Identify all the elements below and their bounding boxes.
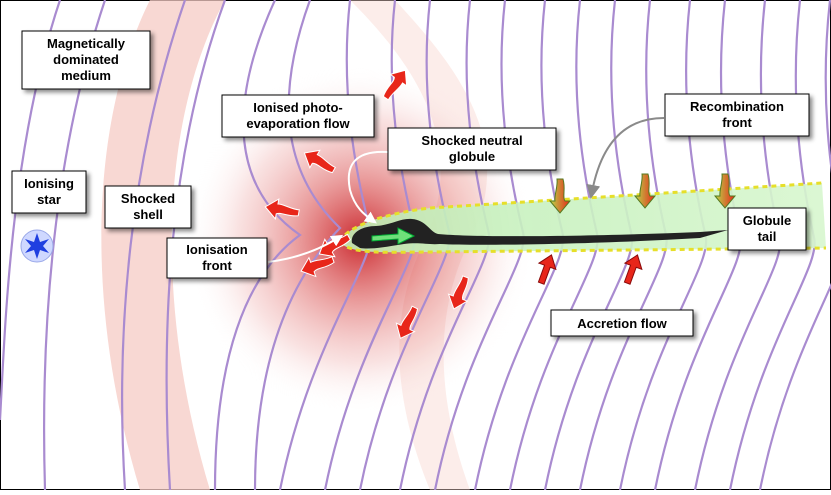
label-shocked-shell: Shocked shell [104, 185, 192, 229]
shell-band [101, 0, 225, 490]
label-neutral-line2: globule [449, 149, 495, 164]
globule-core-arrow [371, 227, 416, 245]
recombination-front-pointer [586, 117, 665, 199]
label-photoevaporation-flow: Ionised photo- evaporation flow [221, 94, 375, 138]
flow-arrow [633, 173, 657, 209]
label-shell-line2: shell [133, 207, 163, 222]
ionisation-front-pointer [267, 234, 344, 263]
flow-arrow [395, 305, 419, 340]
label-accretion-flow: Accretion flow [550, 309, 694, 337]
label-globule-tail: Globule tail [727, 207, 807, 251]
globule-tail-region [338, 181, 827, 254]
flow-arrow [303, 149, 337, 174]
label-neutral-line1: Shocked neutral [421, 133, 522, 148]
label-medium-line1: Magnetically [47, 36, 126, 51]
label-photo-line1: Ionised photo- [253, 100, 343, 115]
field-line [213, 0, 302, 491]
label-ionfront-line1: Ionisation [186, 242, 247, 257]
label-ionfront-line2: front [202, 258, 232, 273]
globule-body [351, 218, 728, 249]
label-tail-line2: tail [758, 229, 777, 244]
label-medium-line3: medium [61, 68, 111, 83]
label-star-line2: star [37, 192, 61, 207]
flow-arrow [300, 256, 335, 278]
label-photo-line2: evaporation flow [246, 116, 350, 131]
label-tail-line1: Globule [743, 213, 791, 228]
flow-arrow [548, 178, 572, 214]
label-shocked-neutral-globule: Shocked neutral globule [387, 127, 557, 171]
label-shell-line1: Shocked [121, 191, 175, 206]
accretion-flow-arrows [537, 254, 643, 285]
label-ionising-star: Ionising star [11, 170, 87, 214]
field-line [121, 0, 187, 491]
label-recombination-front: Recombination front [664, 93, 810, 137]
field-line [758, 0, 831, 491]
accretion-arrow [537, 254, 557, 285]
accretion-arrow [623, 254, 643, 285]
label-magnetically-dominated-medium: Magnetically dominated medium [21, 30, 151, 90]
ionising-star [20, 229, 54, 263]
flow-arrow [713, 173, 737, 209]
flow-arrow [447, 275, 469, 310]
label-medium-line2: dominated [53, 52, 119, 67]
neutral-globule-pointer [347, 150, 389, 224]
label-accretion-line1: Accretion flow [577, 316, 667, 331]
label-ionisation-front: Ionisation front [166, 237, 268, 279]
pointer-lines [267, 117, 665, 263]
flow-arrow [382, 69, 408, 101]
label-recomb-line1: Recombination [690, 99, 784, 114]
label-recomb-line2: front [722, 115, 752, 130]
flow-arrow [264, 198, 300, 220]
label-star-line1: Ionising [24, 176, 74, 191]
label-boxes: Magnetically dominated medium Ionising s… [11, 30, 810, 337]
star-icon [25, 233, 49, 259]
